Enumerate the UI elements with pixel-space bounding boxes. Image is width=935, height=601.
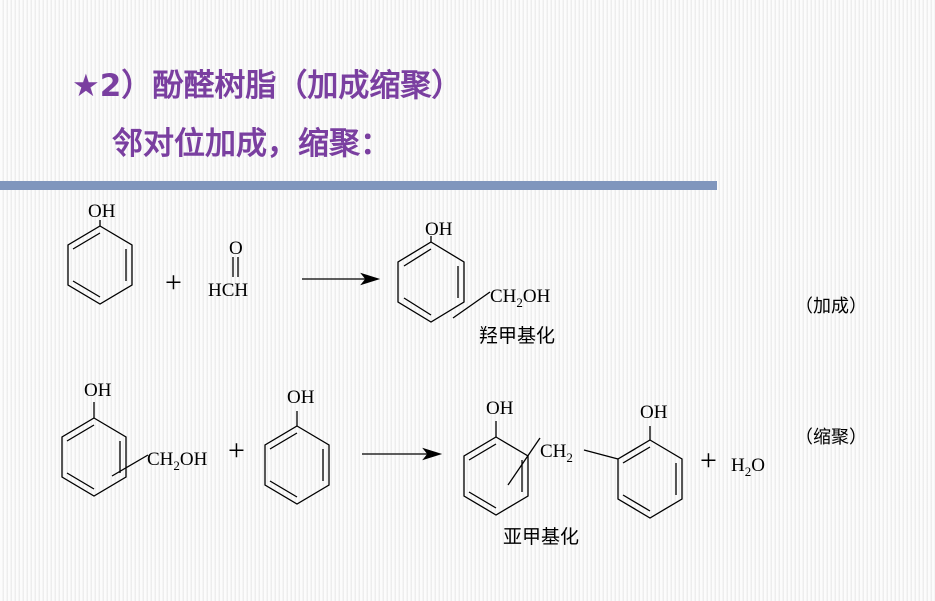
reactant2-oh-label: OH bbox=[287, 387, 315, 408]
carbonyl-double-bond bbox=[232, 257, 239, 277]
plus-sign-3: + bbox=[700, 444, 717, 477]
product-right-ring bbox=[583, 426, 683, 519]
condensation-type-label: （缩聚） bbox=[795, 427, 867, 447]
slide-subtitle: 邻对位加成，缩聚： bbox=[112, 126, 391, 162]
formaldehyde-oxygen-label: O bbox=[229, 238, 243, 259]
slide-title: ★2）酚醛树脂（加成缩聚） bbox=[72, 60, 462, 105]
title-divider bbox=[0, 181, 717, 190]
methylene-bridge-label: CH2 bbox=[540, 441, 573, 465]
product-left-oh-label: OH bbox=[486, 398, 514, 419]
product-left-ring bbox=[463, 421, 541, 516]
plus-sign-1: + bbox=[165, 266, 182, 299]
star-icon: ★ bbox=[72, 68, 100, 104]
arrow-head-1 bbox=[360, 272, 381, 286]
water-label: H2O bbox=[731, 455, 765, 479]
plus-sign-2: + bbox=[228, 434, 245, 467]
product1-oh-label: OH bbox=[425, 219, 453, 240]
product-right-oh-label: OH bbox=[640, 402, 668, 423]
hydroxymethylation-label: 羟甲基化 bbox=[479, 325, 555, 347]
addition-type-label: （加成） bbox=[795, 296, 867, 316]
formaldehyde-hch-label: HCH bbox=[208, 280, 248, 301]
slide-title-text: 2）酚醛树脂（加成缩聚） bbox=[99, 68, 463, 104]
hydroxymethyl-phenol-ring bbox=[397, 236, 491, 323]
phenol-oh-label: OH bbox=[88, 201, 116, 222]
phenol-ring-reactant2 bbox=[264, 411, 330, 505]
product1-ch2oh-label: CH2OH bbox=[490, 286, 551, 310]
reactant1-ch2oh-label: CH2OH bbox=[147, 449, 208, 473]
phenol-ring-reactant1 bbox=[67, 220, 133, 305]
hydroxymethyl-phenol-reactant-ring bbox=[61, 402, 149, 497]
arrow-head-2 bbox=[422, 447, 443, 461]
reactant1-oh-label: OH bbox=[84, 380, 112, 401]
methylenation-label: 亚甲基化 bbox=[503, 526, 579, 548]
